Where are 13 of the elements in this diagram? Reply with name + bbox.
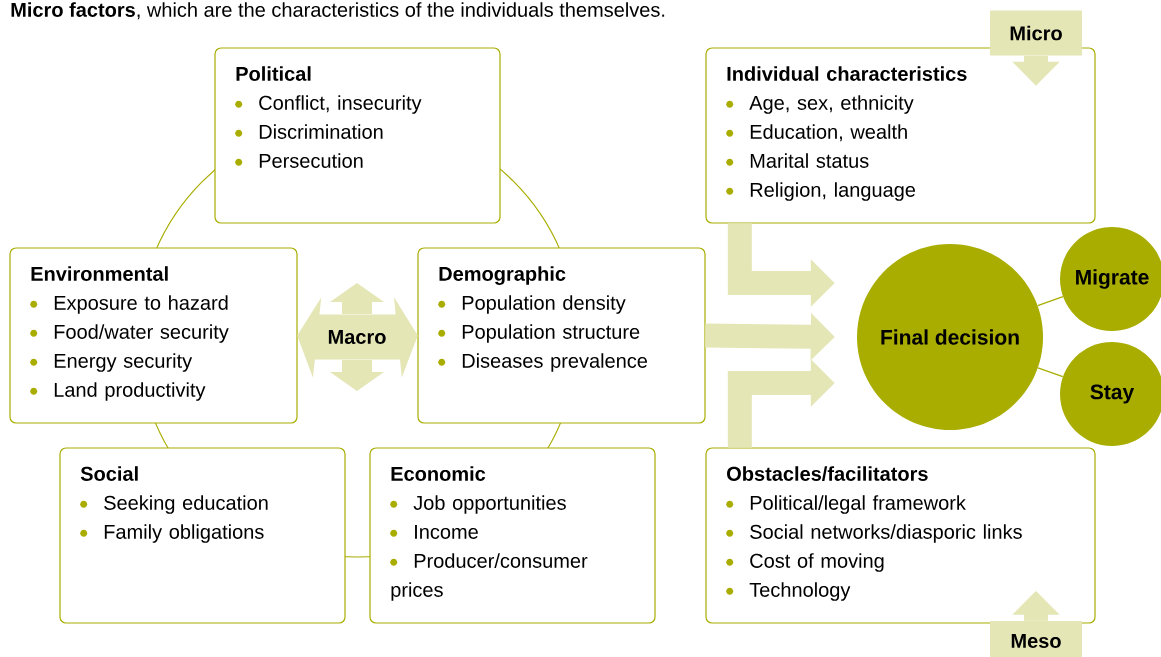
factor-box: Social Seeking education Family obligations — [59, 447, 346, 624]
factor-box: Individual characteristics Age, sex, ethnicity Education, wealth Marital status Religion, language — [705, 47, 1096, 224]
factor-box: Obstacles/facilitators Political/legal framework Social networks/diasporic links Cost of moving Technology — [705, 447, 1096, 624]
connector-line — [1037, 367, 1064, 378]
intro-text: Micro factors, which are the characteristics of the individuals themselves. — [11, 2, 665, 20]
node-label: Macro — [328, 330, 386, 344]
level-tag: Micro — [990, 10, 1082, 56]
factor-box: Economic Job opportunities Income Producer/consumer prices — [369, 447, 656, 624]
connector-line — [1037, 296, 1064, 307]
level-tag: Meso — [990, 621, 1082, 657]
factor-box: Environmental Exposure to hazard Food/water security Energy security Land productivity — [9, 247, 298, 424]
factor-box: Political Conflict, insecurity Discrimination Persecution — [214, 47, 501, 224]
factor-box: Demographic Population density Population structure Diseases prevalence — [417, 247, 706, 424]
